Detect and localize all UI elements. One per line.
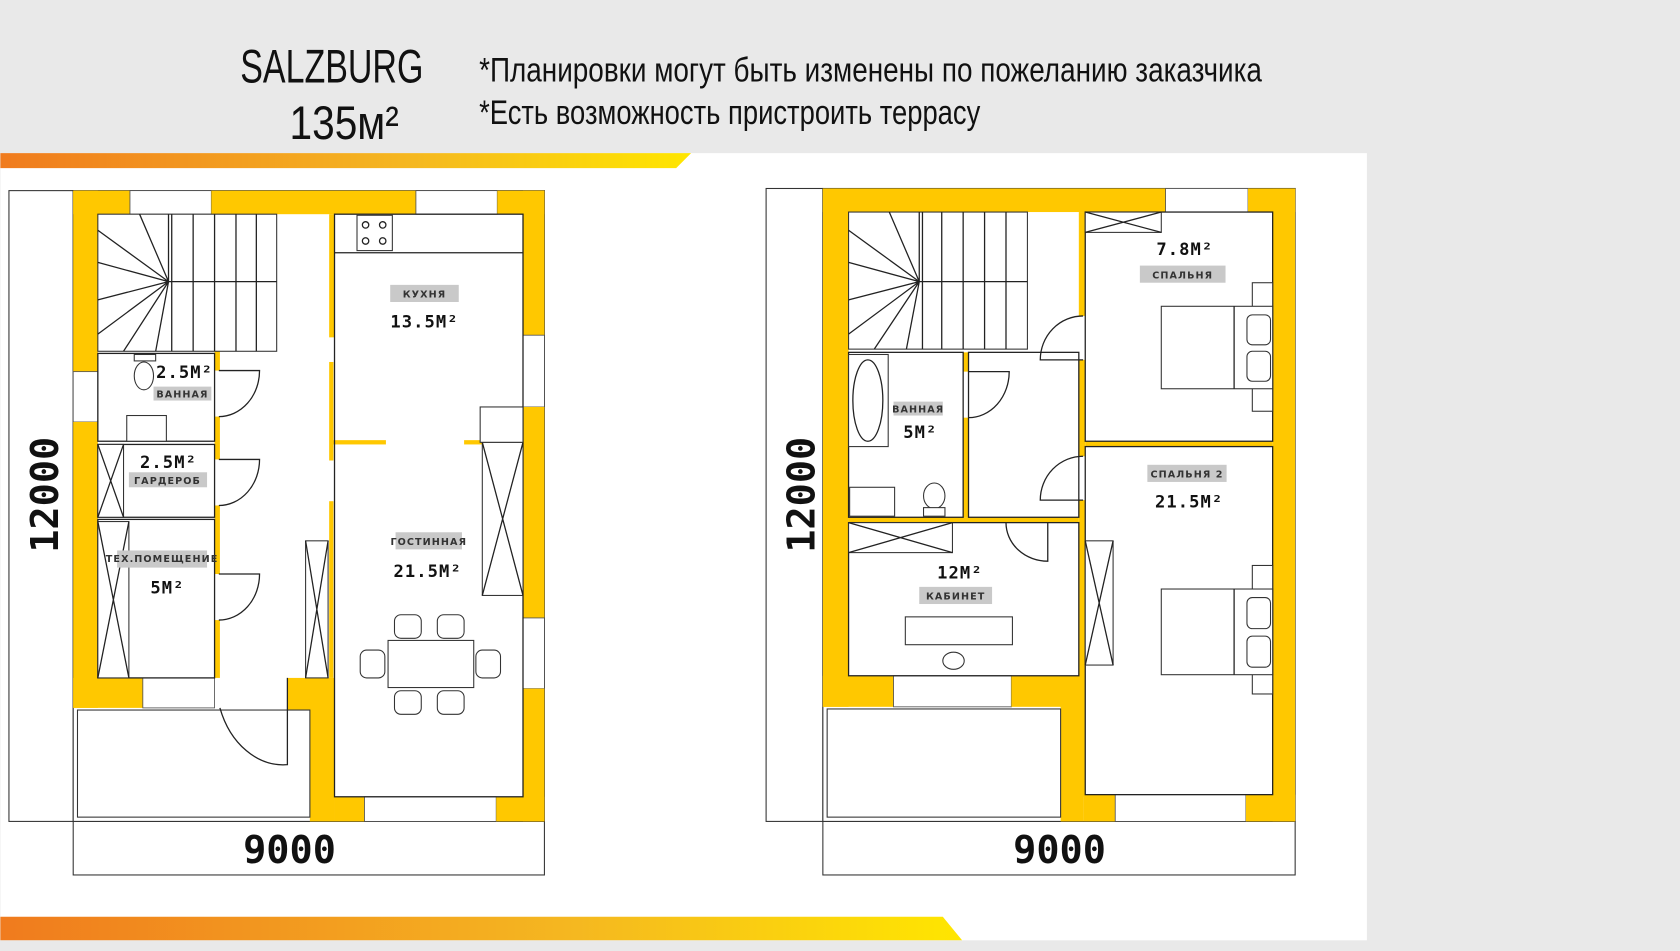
doors — [218, 369, 289, 766]
project-title: SALZBURG — [240, 39, 423, 92]
doors — [968, 315, 1084, 562]
walls — [822, 188, 1296, 822]
floor-2-plan: 9000 12000 — [765, 187, 1296, 876]
height-dimension: 12000 — [779, 437, 824, 553]
bedroom2-label: СПАЛЬНЯ 2 — [1150, 470, 1223, 481]
dining-table — [359, 614, 502, 715]
living-room-label: ГОСТИННАЯ — [390, 537, 467, 548]
note-1: *Планировки могут быть изменены по пожел… — [479, 51, 1263, 89]
kitchen-label: КУХНЯ — [403, 290, 447, 301]
closets — [848, 211, 1162, 666]
bathtub-icon — [848, 353, 889, 448]
terrace — [826, 708, 1062, 818]
top-accent-bar — [0, 153, 692, 169]
bathroom-area: 5М² — [903, 423, 937, 443]
floor-1-plan: 9000 12000 — [8, 190, 545, 876]
stove-icon — [356, 214, 393, 252]
bathroom-label: ВАННАЯ — [892, 404, 944, 415]
closets — [97, 406, 524, 679]
bathroom-area: 2.5М² — [156, 363, 213, 383]
height-dimension-box — [8, 190, 74, 822]
sink-icon — [126, 414, 167, 442]
walls — [72, 190, 545, 822]
desk — [904, 616, 1013, 646]
bathroom-label: ВАННАЯ — [156, 389, 208, 400]
bed-2 — [1160, 564, 1274, 695]
chair — [942, 651, 965, 670]
toilet-icon — [922, 482, 946, 517]
width-dimension: 9000 — [1013, 828, 1106, 873]
tech-room-label: ТЕХ.ПОМЕЩЕНИЕ — [106, 554, 219, 565]
terrace — [76, 709, 311, 818]
bottom-accent-bar — [0, 916, 963, 941]
staircase — [97, 213, 278, 352]
bedroom1-label: СПАЛЬНЯ — [1152, 270, 1213, 281]
width-dimension: 9000 — [243, 828, 336, 873]
toilet-icon — [133, 353, 157, 391]
note-2: *Есть возможность пристроить террасу — [479, 94, 981, 132]
office-label: КАБИНЕТ — [926, 592, 985, 603]
staircase — [848, 211, 1028, 350]
tech-room-area: 5М² — [150, 578, 184, 598]
wardrobe-label: ГАРДЕРОБ — [134, 476, 201, 487]
office-area: 12М² — [937, 563, 983, 583]
project-area: 135м² — [290, 96, 399, 149]
bed-1 — [1160, 282, 1274, 412]
bedroom1-area: 7.8М² — [1156, 240, 1213, 260]
living-room-area: 21.5М² — [394, 562, 462, 582]
height-dimension: 12000 — [23, 437, 68, 553]
width-dimension-box — [72, 820, 545, 876]
bedroom2-area: 21.5М² — [1155, 493, 1223, 513]
wardrobe-area: 2.5М² — [140, 453, 197, 473]
kitchen-area: 13.5М² — [390, 313, 458, 333]
sink-icon — [849, 486, 896, 517]
height-dimension-box — [765, 187, 824, 822]
